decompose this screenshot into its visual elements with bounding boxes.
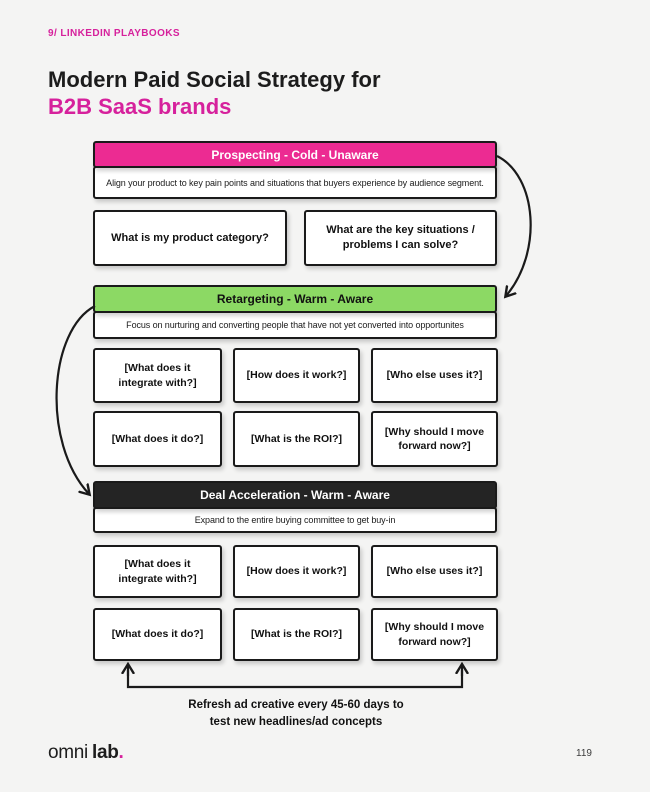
question-box-what-do-2: [What does it do?] xyxy=(93,608,222,661)
section-header-deal-acceleration: Deal Acceleration - Warm - Aware xyxy=(93,481,497,509)
section-header-prospecting: Prospecting - Cold - Unaware xyxy=(93,141,497,168)
question-box-key-situations: What are the key situations / problems I… xyxy=(304,210,497,266)
section-description-deal-acceleration: Expand to the entire buying committee to… xyxy=(93,507,497,533)
question-box-how-work: [How does it work?] xyxy=(233,348,360,403)
page-number: 119 xyxy=(576,748,592,759)
section-description-retargeting: Focus on nurturing and converting people… xyxy=(93,311,497,339)
question-box-who-uses: [Who else uses it?] xyxy=(371,348,498,403)
page-title-line1: Modern Paid Social Strategy for xyxy=(48,67,381,92)
question-box-integrate-2: [What does it integrate with?] xyxy=(93,545,222,598)
page-title: Modern Paid Social Strategy for B2B SaaS… xyxy=(48,66,381,120)
question-box-who-uses-2: [Who else uses it?] xyxy=(371,545,498,598)
section-header-retargeting: Retargeting - Warm - Aware xyxy=(93,285,497,313)
question-box-how-work-2: [How does it work?] xyxy=(233,545,360,598)
question-box-move-forward: [Why should I move forward now?] xyxy=(371,411,498,467)
arrow-retargeting-to-deal-acceleration xyxy=(55,305,96,494)
page-title-line2: B2B SaaS brands xyxy=(48,94,232,119)
question-box-roi: [What is the ROI?] xyxy=(233,411,360,467)
refresh-loop-bracket xyxy=(126,670,464,689)
question-box-what-do: [What does it do?] xyxy=(93,411,222,467)
logo-dot: . xyxy=(118,742,124,763)
question-box-product-category: What is my product category? xyxy=(93,210,287,266)
logo-word-omni: omni xyxy=(48,742,88,763)
refresh-note: Refresh ad creative every 45-60 days to … xyxy=(188,699,404,728)
arrow-prospecting-to-retargeting xyxy=(496,155,532,296)
eyebrow-label: 9/ LINKEDIN PLAYBOOKS xyxy=(48,28,180,39)
logo-word-lab: lab xyxy=(91,742,119,763)
question-box-integrate: [What does it integrate with?] xyxy=(93,348,222,403)
section-description-prospecting: Align your product to key pain points an… xyxy=(93,166,497,199)
question-box-roi-2: [What is the ROI?] xyxy=(233,608,360,661)
question-box-move-forward-2: [Why should I move forward now?] xyxy=(371,608,498,661)
